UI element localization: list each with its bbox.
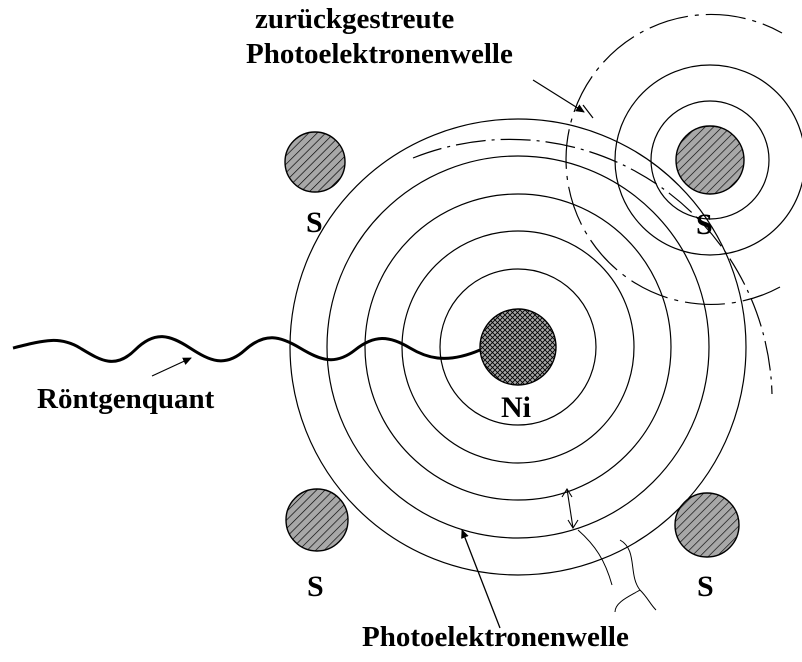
atoms	[284, 125, 745, 558]
wavelength-indicator	[561, 487, 657, 613]
wave-ring-1	[439, 268, 597, 426]
s-atom-top-left	[284, 131, 346, 193]
wave-ring-3	[364, 193, 672, 501]
ni-atom-label: Ni	[501, 391, 531, 424]
wave-ring-dashed	[412, 138, 773, 395]
photoelectron-wave-label: Photoelektronenwelle	[362, 621, 629, 653]
backscattered-wave-rings	[565, 13, 802, 306]
xray-label-arrow	[151, 357, 192, 377]
xray-quantum-label: Röntgenquant	[37, 383, 215, 415]
wave-ring-5	[289, 118, 747, 576]
wave-ring-2	[401, 230, 635, 464]
s-atom-top-right	[675, 125, 745, 195]
s-atom-bottom-left-label: S	[307, 570, 324, 603]
backscattered-wave-label-line1: zurückgestreute	[255, 3, 455, 35]
s-atom-bottom-left	[285, 488, 349, 552]
backscattered-wave-label-line2: Photoelektronenwelle	[246, 38, 513, 70]
backscatter-ring-2	[614, 64, 802, 256]
s-atom-top-right-label: S	[696, 208, 713, 241]
backscatter-ring-3	[565, 13, 783, 306]
photoelectron-wave-rings	[289, 118, 773, 576]
backscatter-ring-1	[650, 100, 770, 220]
backscatter-tick	[582, 104, 594, 119]
s-atom-top-left-label: S	[306, 206, 323, 239]
wave-label-arrow	[461, 529, 501, 629]
backscatter-label-arrow	[532, 79, 585, 113]
s-atom-bottom-right	[674, 492, 740, 558]
ni-atom	[479, 308, 557, 386]
wave-ring-4	[326, 155, 710, 539]
xray-photon-wave	[12, 335, 481, 363]
s-atom-bottom-right-label: S	[697, 570, 714, 603]
